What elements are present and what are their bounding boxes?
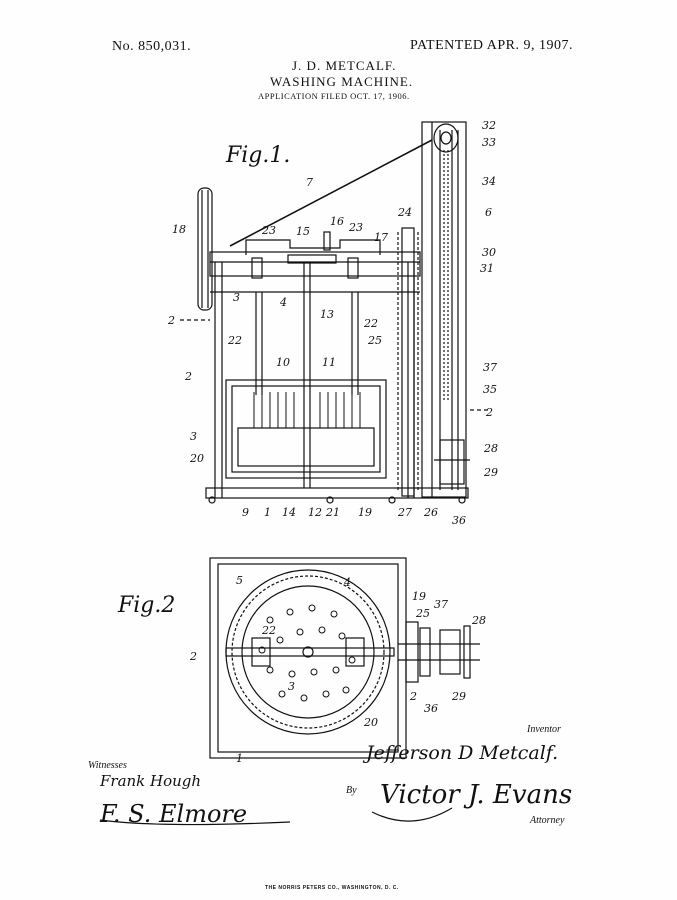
ref-numeral: 9	[242, 506, 249, 519]
patent-title: WASHING MACHINE.	[270, 74, 414, 89]
ref-numeral: 2	[485, 406, 493, 419]
ref-numeral: 22	[261, 624, 276, 637]
ref-numeral: 23	[348, 221, 363, 234]
ref-numeral: 17	[374, 231, 388, 244]
ref-numeral: 37	[483, 361, 497, 374]
ref-numeral: 37	[434, 598, 448, 611]
ref-numeral: 31	[480, 262, 494, 275]
ref-numeral: 22	[227, 334, 242, 347]
ref-numeral: 1	[264, 506, 271, 519]
ref-numeral: 36	[424, 702, 438, 715]
ref-numeral: 33	[482, 136, 496, 149]
inventor-label: Inventor	[527, 724, 561, 735]
ref-numeral: 34	[482, 175, 496, 188]
ref-numeral: 28	[483, 442, 498, 455]
ref-numeral: 20	[363, 716, 378, 729]
ref-numeral: 26	[423, 506, 438, 519]
ref-numeral: 1	[236, 752, 243, 765]
attorney-signature-flourish	[371, 807, 453, 822]
attorney-signature: Victor J. Evans	[380, 780, 573, 810]
ref-numeral: 36	[452, 514, 466, 527]
ref-numeral: 2	[167, 314, 175, 327]
ref-numeral: 6	[485, 206, 492, 219]
fig1-elevation	[180, 121, 490, 504]
inventor-name: J. D. METCALF.	[292, 58, 397, 73]
attorney-label: Attorney	[530, 815, 565, 826]
witnesses-label: Witnesses	[88, 760, 127, 771]
ref-numeral: 28	[471, 614, 486, 627]
ref-numeral: 19	[358, 506, 372, 519]
ref-numeral: 3	[190, 430, 197, 443]
fig2-label: Fig.2	[117, 593, 175, 618]
ref-numeral: 15	[296, 225, 310, 238]
ref-numeral: 13	[320, 308, 334, 321]
ref-numeral: 29	[451, 690, 466, 703]
witness-2-signature: F. S. Elmore	[100, 800, 248, 828]
ref-numeral: 22	[363, 317, 378, 330]
ref-numeral: 11	[322, 356, 336, 369]
ref-numeral: 10	[276, 356, 290, 369]
ref-numeral: 23	[261, 224, 276, 237]
printer-credit: THE NORRIS PETERS CO., WASHINGTON, D. C.	[265, 885, 399, 891]
ref-numeral: 3	[288, 680, 295, 693]
ref-numeral: 16	[330, 215, 344, 228]
ref-numeral: 5	[236, 574, 243, 587]
ref-numeral: 7	[306, 176, 313, 189]
ref-numeral: 32	[482, 119, 496, 132]
ref-numeral: 24	[397, 206, 412, 219]
witness-signature-flourish	[99, 819, 291, 826]
ref-numeral: 14	[282, 506, 296, 519]
ref-numeral: 4	[343, 576, 351, 589]
ref-numeral: 29	[483, 466, 498, 479]
ref-numeral: 3	[233, 291, 240, 304]
ref-numeral: 30	[482, 246, 496, 259]
ref-numeral: 4	[279, 296, 287, 309]
ref-numeral: 2	[184, 370, 192, 383]
ref-numeral: 35	[483, 383, 497, 396]
ref-numeral: 20	[189, 452, 204, 465]
ref-numeral: 25	[367, 334, 382, 347]
fig2-plan	[209, 557, 480, 759]
fig1-label: Fig.1.	[225, 143, 290, 168]
fig2-reference-numerals: 5 4 19 25 37 28 22 2 3 2 36 29 20 1	[189, 574, 486, 765]
witness-1-signature: Frank Hough	[100, 772, 202, 790]
ref-numeral: 19	[412, 590, 426, 603]
patented-date: PATENTED APR. 9, 1907.	[410, 38, 573, 53]
ref-numeral: 21	[325, 506, 340, 519]
patent-number: No. 850,031.	[112, 39, 192, 54]
ref-numeral: 18	[172, 223, 186, 236]
inventor-signature: Jefferson D Metcalf.	[366, 742, 559, 764]
ref-numeral: 2	[189, 650, 197, 663]
ref-numeral: 2	[409, 690, 417, 703]
ref-numeral: 12	[308, 506, 322, 519]
ref-numeral: 25	[415, 607, 430, 620]
application-filed: APPLICATION FILED OCT. 17, 1906.	[258, 91, 410, 101]
by-label: By	[346, 785, 357, 796]
fig1-reference-numerals: 32 33 34 6 30 31 24 17 23 16 15 23 7 18 …	[167, 119, 498, 527]
ref-numeral: 27	[397, 506, 412, 519]
